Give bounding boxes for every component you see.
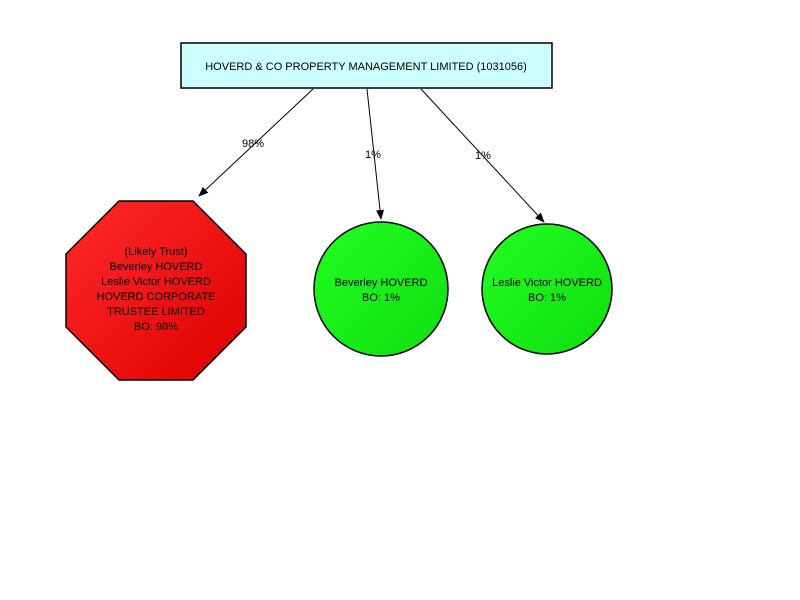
owner-1-line-1: (Likely Trust) (125, 246, 188, 258)
edge-owner-1: 98% (198, 88, 314, 197)
company-label: HOVERD & CO PROPERTY MANAGEMENT LIMITED … (205, 61, 527, 73)
owner-node-beverley[interactable]: Beverley HOVERD BO: 1% (313, 221, 449, 357)
owner-1-line-2: Beverley HOVERD (110, 261, 203, 273)
circle-shape (481, 223, 613, 355)
edge-owner-3: 1% (420, 88, 545, 223)
edge-label-owner-1: 98% (242, 138, 264, 150)
owner-1-line-5: TRUSTEE LIMITED (107, 306, 205, 318)
company-node[interactable]: HOVERD & CO PROPERTY MANAGEMENT LIMITED … (180, 42, 553, 89)
circle-shape (313, 221, 449, 357)
owner-node-trust[interactable]: (Likely Trust) Beverley HOVERD Leslie Vi… (65, 200, 247, 381)
company-box (180, 42, 553, 89)
owner-2-line-2: BO: 1% (362, 292, 400, 304)
edge-label-owner-3: 1% (475, 150, 491, 162)
owner-2-line-1: Beverley HOVERD (335, 277, 428, 289)
octagon-shape (65, 200, 247, 381)
owner-1-line-3: Leslie Victor HOVERD (101, 276, 211, 288)
owner-1-line-6: BO: 98% (134, 321, 178, 333)
owner-3-line-2: BO: 1% (528, 292, 566, 304)
edge-label-owner-2: 1% (365, 149, 381, 161)
owner-1-line-4: HOVERD CORPORATE (97, 291, 216, 303)
edge-owner-2: 1% (365, 88, 385, 220)
owner-node-leslie[interactable]: Leslie Victor HOVERD BO: 1% (481, 223, 613, 355)
owner-3-line-1: Leslie Victor HOVERD (492, 277, 602, 289)
